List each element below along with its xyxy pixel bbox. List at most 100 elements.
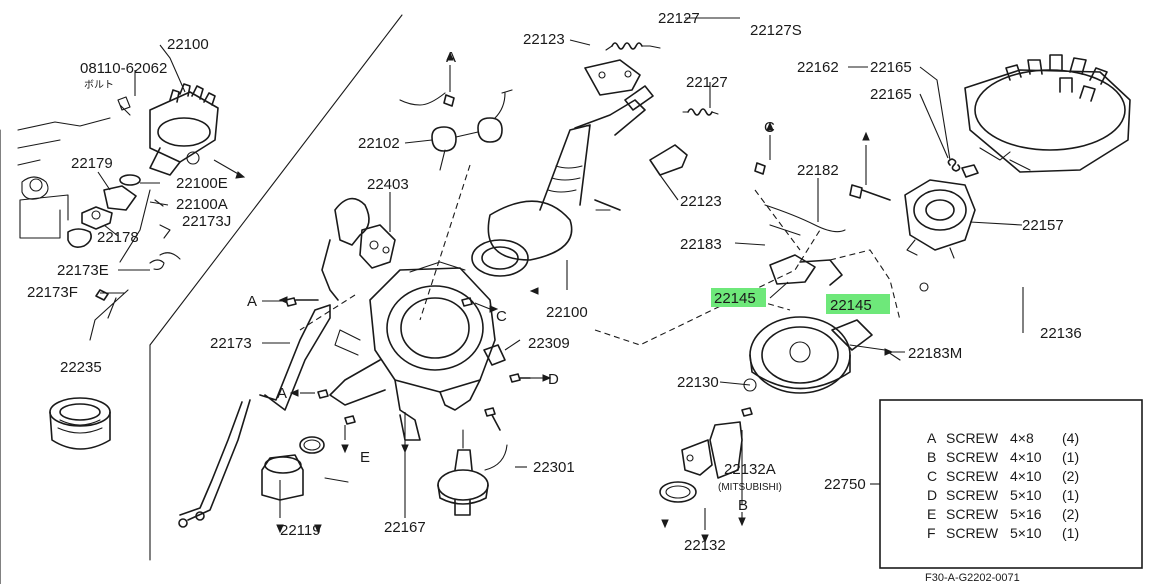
label-22145-right: 22145 bbox=[830, 297, 872, 314]
legend-row-e: E SCREW 5×16 (2) bbox=[927, 506, 1079, 522]
label-mitsubishi: (MITSUBISHI) bbox=[718, 482, 782, 493]
distributor-housing bbox=[329, 261, 496, 441]
label-22183M: 22183M bbox=[908, 345, 962, 362]
label-22235: 22235 bbox=[60, 359, 102, 376]
legend-qty: (1) bbox=[1062, 487, 1079, 503]
label-22183: 22183 bbox=[680, 236, 722, 253]
legend-letter: B bbox=[927, 449, 936, 465]
label-22167: 22167 bbox=[384, 519, 426, 536]
label-22173: 22173 bbox=[210, 335, 252, 352]
spring-22165 bbox=[947, 158, 979, 178]
label-screw-A-2: A bbox=[247, 293, 257, 310]
label-22100A: 22100A bbox=[176, 196, 228, 213]
leader-lines bbox=[97, 17, 1024, 530]
label-22165-bottom: 22165 bbox=[870, 86, 912, 103]
label-22100: 22100 bbox=[167, 36, 209, 53]
legend-letter: D bbox=[927, 487, 937, 503]
legend-qty: (2) bbox=[1062, 468, 1079, 484]
label-22119: 22119 bbox=[280, 522, 321, 539]
legend-qty: (2) bbox=[1062, 506, 1079, 522]
label-22173F: 22173F bbox=[27, 284, 78, 301]
legend-letter: F bbox=[927, 525, 936, 541]
engine-block-sketch bbox=[17, 117, 111, 239]
legend-item: SCREW bbox=[946, 525, 999, 541]
label-22750: 22750 bbox=[824, 476, 866, 493]
label-22123-top: 22123 bbox=[523, 31, 565, 48]
highlight-22145-right bbox=[826, 294, 890, 314]
label-screw-B: B bbox=[738, 497, 748, 514]
part-labels: 22100 08110-62062 ボルト 22179 22100E 22100… bbox=[27, 10, 1082, 554]
springs-22127 bbox=[605, 42, 719, 116]
legend-item: SCREW bbox=[946, 487, 999, 503]
label-bolt-jp: ボルト bbox=[84, 79, 114, 91]
panel-lines bbox=[0, 14, 403, 584]
legend-qty: (4) bbox=[1062, 430, 1079, 446]
legend-item: SCREW bbox=[946, 506, 999, 522]
legend-size: 5×10 bbox=[1010, 487, 1042, 503]
label-screw-D: D bbox=[548, 371, 559, 388]
legend-size: 5×16 bbox=[1010, 506, 1042, 522]
label-22102: 22102 bbox=[358, 135, 400, 152]
screw-legend: A SCREW 4×8 (4) B SCREW 4×10 (1) C SCREW… bbox=[879, 399, 1143, 569]
label-22173J: 22173J bbox=[182, 213, 231, 230]
label-22123-mid: 22123 bbox=[680, 193, 722, 210]
legend-row-a: A SCREW 4×8 (4) bbox=[927, 430, 1079, 446]
legend-letter: A bbox=[927, 430, 937, 446]
legend-letter: E bbox=[927, 506, 936, 522]
highlight-22145-left bbox=[711, 288, 766, 307]
label-screw-A-1: A bbox=[446, 49, 456, 66]
lead-wire-22173 bbox=[178, 304, 331, 528]
legend-item: SCREW bbox=[946, 449, 999, 465]
label-22145-left: 22145 bbox=[714, 290, 756, 307]
label-08110-62062: 08110-62062 bbox=[80, 60, 167, 77]
label-screw-A-3: A bbox=[277, 385, 287, 402]
distributor-shaft bbox=[471, 59, 688, 277]
legend-letter: C bbox=[927, 468, 937, 484]
label-22178: 22178 bbox=[97, 229, 139, 246]
label-22309: 22309 bbox=[528, 335, 570, 352]
legend-size: 4×10 bbox=[1010, 449, 1042, 465]
label-22130: 22130 bbox=[677, 374, 719, 391]
label-22127S: 22127S bbox=[750, 22, 802, 39]
legend-size: 4×8 bbox=[1010, 430, 1034, 446]
small-parts-left bbox=[67, 185, 181, 341]
rotor-22157 bbox=[904, 179, 976, 259]
label-22136: 22136 bbox=[1040, 325, 1082, 342]
label-22301: 22301 bbox=[533, 459, 575, 476]
legend-qty: (1) bbox=[1062, 525, 1079, 541]
legend-row-f: F SCREW 5×10 (1) bbox=[927, 525, 1079, 541]
label-22132: 22132 bbox=[684, 537, 726, 554]
label-22403: 22403 bbox=[367, 176, 409, 193]
label-22165-top: 22165 bbox=[870, 59, 912, 76]
screws bbox=[285, 94, 891, 431]
distributor-small-assembly bbox=[117, 83, 246, 186]
legend-size: 4×10 bbox=[1010, 468, 1042, 484]
pickup-parts bbox=[321, 89, 513, 301]
label-screw-C-1: C bbox=[764, 119, 775, 136]
label-22132A: 22132A bbox=[724, 461, 776, 478]
legend-row-b: B SCREW 4×10 (1) bbox=[927, 449, 1079, 465]
arrows bbox=[276, 51, 894, 544]
label-22173E: 22173E bbox=[57, 262, 109, 279]
label-22127-lower: 22127 bbox=[686, 74, 728, 91]
label-screw-C-2: C bbox=[496, 308, 507, 325]
legend-row-d: D SCREW 5×10 (1) bbox=[927, 487, 1079, 503]
label-22179: 22179 bbox=[71, 155, 113, 172]
label-22157: 22157 bbox=[1022, 217, 1064, 234]
label-22127-top: 22127 bbox=[658, 10, 700, 27]
bushing-22119 bbox=[261, 436, 349, 501]
label-22100E: 22100E bbox=[176, 175, 228, 192]
label-22100-center: 22100 bbox=[546, 304, 588, 321]
legend-row-c: C SCREW 4×10 (2) bbox=[927, 468, 1079, 484]
distributor-cap-22162 bbox=[964, 54, 1131, 173]
legend-size: 5×10 bbox=[1010, 525, 1042, 541]
legend-frame bbox=[879, 399, 1143, 569]
legend-item: SCREW bbox=[946, 430, 999, 446]
vacuum-advance-22301 bbox=[437, 429, 508, 516]
legend-item: SCREW bbox=[946, 468, 999, 484]
tape-coil-22235 bbox=[49, 397, 111, 450]
reference-code: F30-A-G2202-0071 bbox=[925, 572, 1020, 584]
legend-qty: (1) bbox=[1062, 449, 1079, 465]
label-screw-E: E bbox=[360, 449, 370, 466]
